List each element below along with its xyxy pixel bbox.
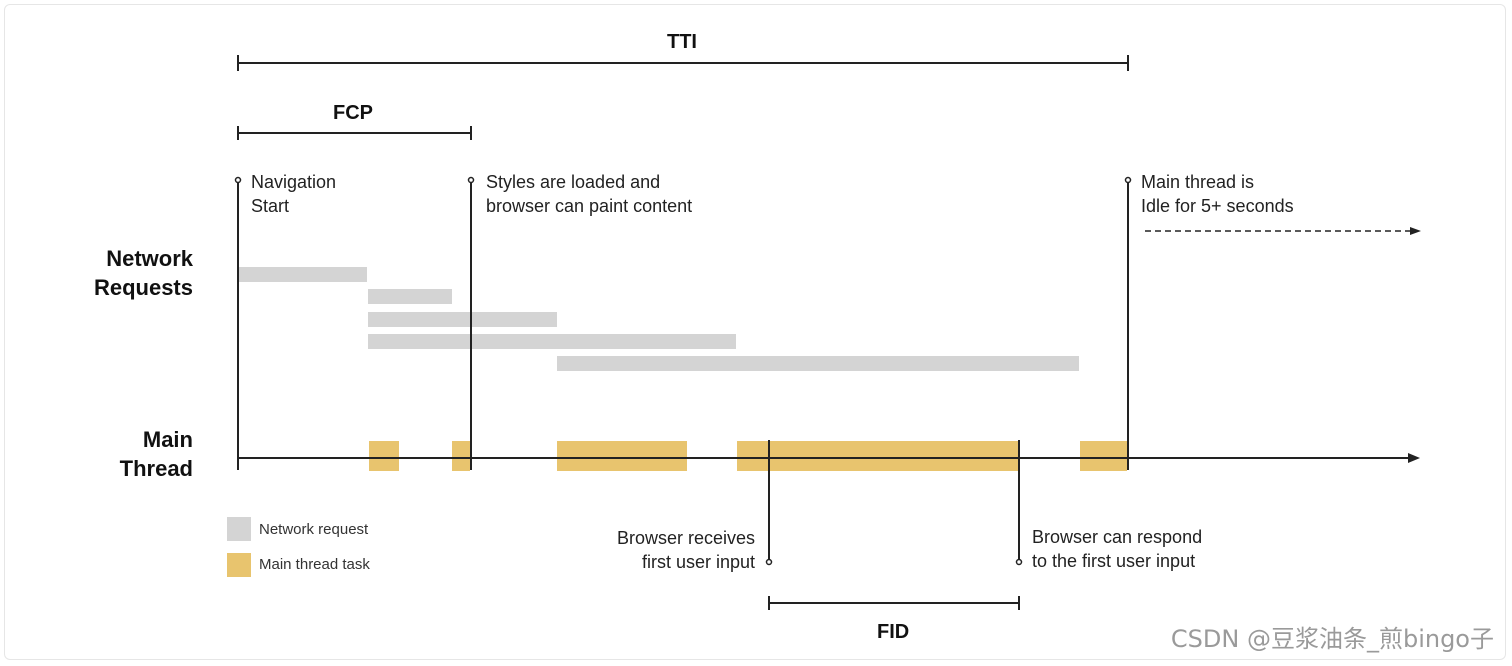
main-thread-task [1080, 441, 1127, 471]
network-request-bar [368, 334, 736, 349]
can-respond-line2: to the first user input [1032, 551, 1196, 571]
axis-arrow-head [1408, 453, 1420, 463]
network-request-bar [557, 356, 1079, 371]
legend-task-swatch [227, 553, 251, 577]
main-thread-idle-line1: Main thread is [1141, 172, 1255, 192]
styles-loaded-line2: browser can paint content [486, 196, 693, 216]
receives-input-dot [765, 558, 773, 566]
styles-loaded-line1: Styles are loaded and [486, 172, 661, 192]
network-request-bar [368, 289, 452, 304]
main-thread-label-line1: Main [142, 427, 193, 452]
idle-dot [1124, 176, 1132, 184]
can-respond-line1: Browser can respond [1032, 527, 1203, 547]
main-thread-label-line2: Thread [119, 456, 193, 481]
fid-bracket [768, 596, 1020, 610]
main-thread-task [737, 441, 1018, 471]
fcp-bracket [237, 126, 472, 140]
network-request-bars [239, 267, 1079, 371]
network-requests-label-line2: Requests [93, 275, 193, 300]
styles-loaded-dot [467, 176, 475, 184]
navigation-start-dot [234, 176, 242, 184]
navigation-start-line2: Start [251, 196, 290, 216]
tti-label: TTI [667, 31, 697, 53]
fcp-label: FCP [333, 102, 373, 124]
watermark: CSDN @豆浆油条_煎bingo子 [1170, 625, 1494, 653]
receives-input-line1: Browser receives [616, 528, 755, 548]
main-thread-task [369, 441, 399, 471]
main-thread-tasks [369, 441, 1127, 471]
legend-task-label: Main thread task [259, 556, 370, 573]
network-requests-label-line1: Network [106, 246, 193, 271]
main-thread-task [557, 441, 687, 471]
fid-label: FID [877, 621, 910, 643]
legend-network-swatch [227, 517, 251, 541]
network-request-bar [239, 267, 367, 282]
navigation-start-line1: Navigation [251, 172, 337, 192]
main-thread-task [452, 441, 470, 471]
marker-lines [234, 176, 1132, 566]
main-thread-idle-line2: Idle for 5+ seconds [1141, 196, 1294, 216]
legend-network-label: Network request [259, 521, 369, 538]
receives-input-line2: first user input [641, 552, 755, 572]
idle-arrow-head [1410, 227, 1421, 235]
diagram-frame [4, 4, 1506, 660]
tti-bracket [237, 55, 1129, 71]
can-respond-dot [1015, 558, 1023, 566]
network-request-bar [368, 312, 557, 327]
